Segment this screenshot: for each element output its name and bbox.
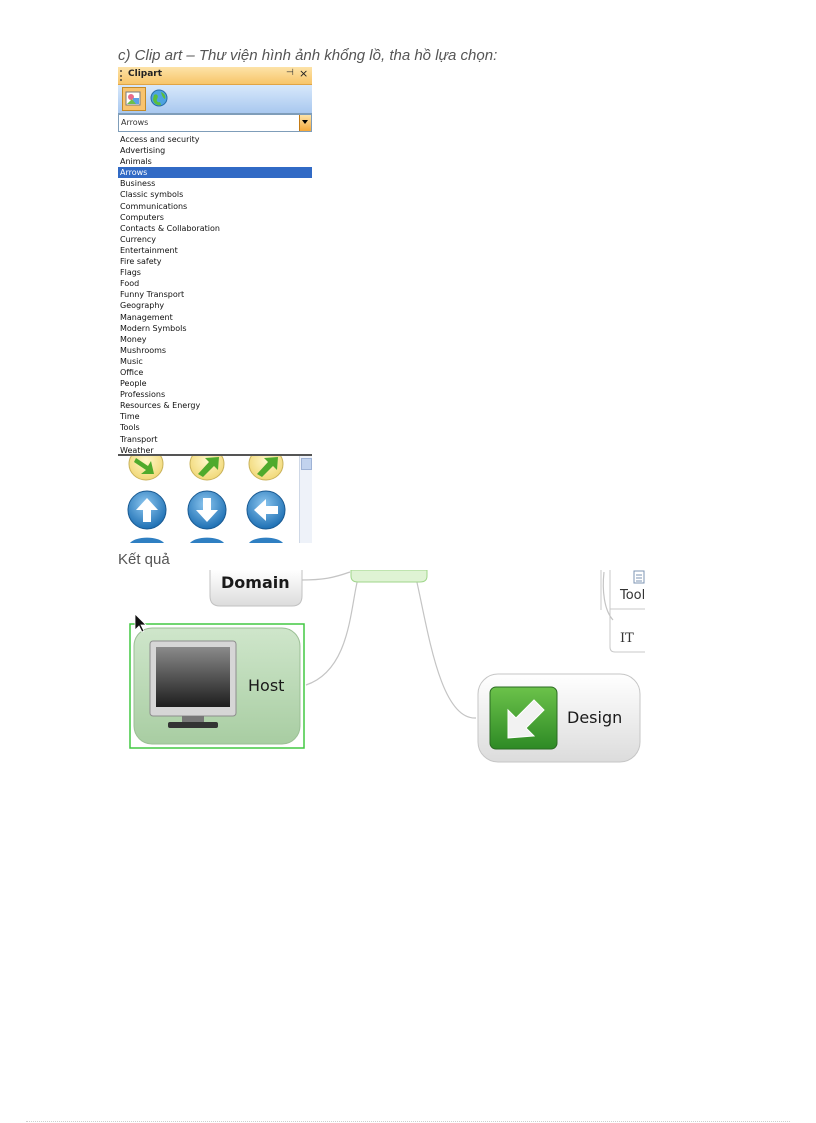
- category-select[interactable]: Arrows: [118, 114, 312, 132]
- pane-title: Clipart: [128, 69, 163, 79]
- category-option[interactable]: Business: [120, 179, 156, 189]
- domain-label: Domain: [221, 573, 290, 592]
- dropdown-list-border: [118, 454, 312, 456]
- mouse-cursor-icon: [134, 613, 147, 633]
- clipart-gallery: [118, 456, 312, 543]
- category-option[interactable]: Contacts & Collaboration: [120, 223, 220, 233]
- gallery-grid: [127, 456, 286, 543]
- category-option[interactable]: Weather: [120, 445, 154, 455]
- document-icon: [633, 570, 645, 584]
- arrow-down-left-icon: [489, 686, 558, 750]
- partial-icon: [249, 537, 283, 543]
- partial-icon: [190, 537, 224, 543]
- category-option[interactable]: Entertainment: [120, 245, 178, 255]
- category-option[interactable]: Tools: [120, 423, 140, 433]
- category-option[interactable]: Access and security: [120, 135, 200, 144]
- web-globe-icon: [150, 89, 168, 107]
- category-option[interactable]: Flags: [120, 268, 141, 278]
- arrow-up-right-icon[interactable]: [248, 456, 284, 481]
- category-option[interactable]: Transport: [120, 434, 158, 444]
- connector-lines: [300, 571, 614, 719]
- domain-node[interactable]: [209, 570, 303, 607]
- category-option[interactable]: Communications: [120, 201, 188, 211]
- arrow-down-right-icon[interactable]: [128, 456, 164, 481]
- mindmap-screenshot: Domain Tool IT Host: [118, 570, 660, 768]
- caption: c) Clip art – Thư viện hình ảnh khổng lồ…: [118, 47, 498, 64]
- dropdown-button[interactable]: [299, 115, 311, 131]
- category-option[interactable]: Funny Transport: [120, 290, 185, 300]
- branch-line: [609, 570, 645, 653]
- close-icon[interactable]: ×: [299, 67, 309, 80]
- arrow-left-icon[interactable]: [246, 490, 286, 530]
- tool-label[interactable]: Tool: [619, 588, 645, 603]
- pane-toolbar: [118, 85, 312, 114]
- category-option[interactable]: Geography: [120, 301, 165, 311]
- host-label: Host: [248, 676, 284, 695]
- arrow-down-icon[interactable]: [187, 490, 227, 530]
- category-option[interactable]: Management: [120, 312, 173, 322]
- selection-box: [129, 623, 305, 749]
- category-option[interactable]: Office: [120, 367, 144, 377]
- category-option[interactable]: Music: [120, 356, 143, 366]
- scrollbar-thumb[interactable]: [301, 458, 312, 470]
- drag-grip-icon[interactable]: [120, 70, 124, 81]
- category-option[interactable]: Currency: [120, 234, 157, 244]
- clipart-gallery-button[interactable]: [122, 87, 146, 111]
- pane-title-bar: Clipart ⊣ ×: [118, 67, 312, 85]
- category-option[interactable]: Advertising: [120, 146, 166, 156]
- category-option[interactable]: Classic symbols: [120, 190, 184, 200]
- category-select-value: Arrows: [121, 118, 149, 127]
- web-clipart-button[interactable]: [148, 87, 172, 111]
- category-option[interactable]: Food: [120, 279, 140, 289]
- category-option[interactable]: Time: [120, 412, 140, 422]
- category-option[interactable]: Fire safety: [120, 257, 162, 267]
- category-option[interactable]: Animals: [120, 157, 152, 167]
- page-footer-rule: [26, 1121, 790, 1122]
- category-option[interactable]: Computers: [120, 212, 164, 222]
- arrow-up-icon[interactable]: [127, 490, 167, 530]
- monitor-icon: [149, 640, 237, 728]
- it-label[interactable]: IT: [620, 631, 634, 646]
- chevron-down-icon: [302, 120, 308, 124]
- partial-icon: [130, 537, 164, 543]
- result-label: Kết quả: [118, 551, 170, 568]
- category-option[interactable]: Arrows: [118, 167, 312, 179]
- central-node[interactable]: [350, 570, 428, 583]
- pin-icon[interactable]: ⊣: [286, 68, 294, 78]
- category-option[interactable]: Modern Symbols: [120, 323, 187, 333]
- category-option[interactable]: Resources & Energy: [120, 401, 201, 411]
- category-option[interactable]: Money: [120, 334, 147, 344]
- category-option[interactable]: Mushrooms: [120, 345, 167, 355]
- category-option[interactable]: People: [120, 379, 147, 389]
- category-option[interactable]: Professions: [120, 390, 166, 400]
- clipart-gallery-icon: [125, 91, 141, 106]
- arrow-up-right-icon[interactable]: [189, 456, 225, 481]
- design-label: Design: [567, 708, 622, 727]
- gallery-scrollbar[interactable]: [299, 456, 312, 543]
